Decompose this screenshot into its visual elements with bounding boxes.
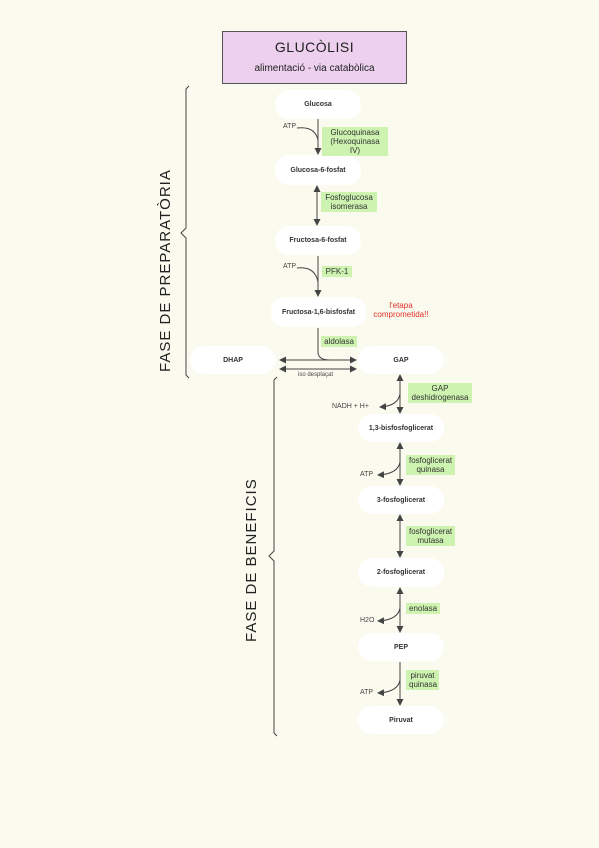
enzyme-pfk1: PFK-1 — [322, 266, 352, 277]
node-pyruvate: Piruvat — [358, 706, 444, 734]
enzyme-pk-line2: quinasa — [409, 680, 438, 689]
node-g6p: Glucosa-6-fosfat — [275, 155, 361, 185]
cofactor-nadh: NADH + H+ — [332, 403, 369, 410]
note-committed-line1: l'etapa — [389, 301, 413, 310]
note-isomerase: iso desplaçat — [298, 372, 334, 378]
enzyme-gapdh-line1: GAP — [431, 384, 449, 393]
note-committed-line2: comprometida!! — [373, 310, 429, 319]
node-3pg: 3-fosfoglicerat — [358, 486, 444, 514]
nadh-out — [379, 393, 401, 411]
atp-out-2 — [377, 679, 401, 697]
cofactor-h2o: H2O — [360, 617, 375, 624]
enzyme-glucokinase-line1: Glucoquinasa — [330, 128, 380, 137]
enzyme-isomerase-line2: isomerasa — [330, 202, 368, 211]
page-title: GLUCÒLISI — [274, 39, 355, 55]
node-glucose: Glucosa — [275, 90, 361, 119]
enzyme-isomerase-line1: Fosfoglucosa — [325, 193, 373, 202]
phase-benefits-label: FASE DE BENEFICIS — [243, 478, 260, 642]
phase-preparatory-label: FASE DE PREPARATÒRIA — [157, 169, 174, 372]
node-13bpg: 1,3-bisfosfoglicerat — [358, 414, 444, 442]
enzyme-isomerase: Fosfoglucosa isomerasa — [321, 192, 377, 212]
cofactor-atp-3: ATP — [360, 471, 374, 478]
benefits-brace — [268, 376, 278, 737]
node-2pg: 2-fosfoglicerat — [358, 558, 444, 587]
page-subtitle: alimentació - via catabòlica — [254, 63, 375, 74]
node-f6p: Fructosa-6-fosfat — [275, 226, 361, 255]
atp-in-1 — [296, 127, 319, 141]
enzyme-aldolase: aldolasa — [321, 336, 357, 347]
enzyme-pgm-line2: mutasa — [417, 536, 444, 545]
enzyme-enolase: enolasa — [406, 603, 440, 614]
node-f16bp: Fructosa-1,6-bisfosfat — [271, 297, 366, 327]
enzyme-gapdh-line2: deshidrogenasa — [411, 393, 469, 402]
enzyme-phosphoglycerate-kinase: fosfoglicerat quinasa — [406, 455, 455, 475]
cofactor-atp-1: ATP — [283, 123, 297, 130]
enzyme-pk-line1: piruvat — [410, 671, 435, 680]
enzyme-glucokinase-line2: (Hexoquinasa IV) — [330, 137, 380, 155]
preparatory-brace — [180, 85, 190, 379]
cofactor-atp-2: ATP — [283, 263, 297, 270]
enzyme-phosphoglycerate-mutase: fosfoglicerat mutasa — [406, 526, 455, 546]
enzyme-gap-dehydrogenase: GAP deshidrogenasa — [408, 383, 472, 403]
atp-in-2 — [296, 267, 319, 283]
cofactor-atp-4: ATP — [360, 689, 374, 696]
h2o-out — [377, 607, 401, 625]
note-committed-step: l'etapa comprometida!! — [367, 301, 435, 319]
node-dhap: DHAP — [190, 346, 276, 374]
enzyme-pgk-line1: fosfoglicerat — [409, 456, 453, 465]
enzyme-pgk-line2: quinasa — [416, 465, 445, 474]
enzyme-glucokinase: Glucoquinasa (Hexoquinasa IV) — [322, 127, 388, 156]
enzyme-pgm-line1: fosfoglicerat — [409, 527, 453, 536]
title-box: GLUCÒLISI alimentació - via catabòlica — [222, 31, 407, 84]
enzyme-pyruvate-kinase: piruvat quinasa — [406, 670, 439, 690]
node-gap: GAP — [358, 346, 444, 374]
atp-out-1 — [377, 461, 401, 479]
node-pep: PEP — [358, 633, 444, 661]
